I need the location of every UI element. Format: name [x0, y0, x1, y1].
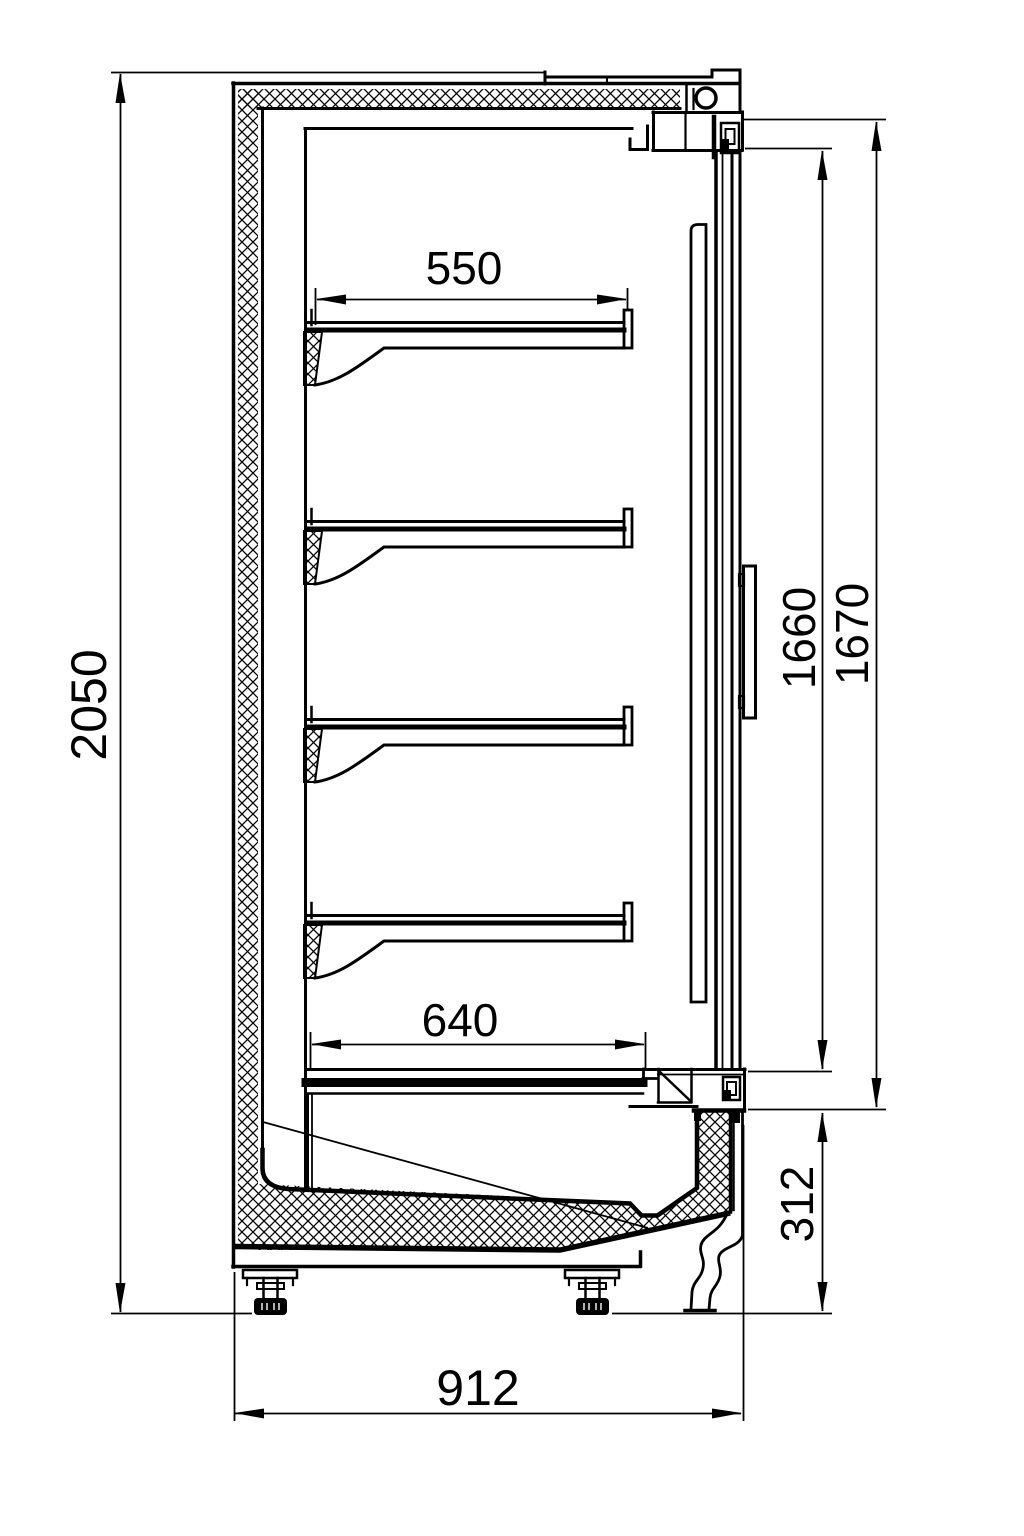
foot-left-flange: [241, 1268, 299, 1280]
insulation-hatching: [238, 89, 731, 1250]
drain-leader-line: [262, 1121, 649, 1229]
shelf-2: [303, 507, 634, 586]
left-wall-insulation: [238, 89, 258, 1248]
dim-2050-arrow-top: [115, 73, 126, 103]
hinge-bracket-bottom: [721, 1075, 742, 1102]
shelf-4: [303, 901, 634, 980]
dim-1670-arrow-top: [871, 121, 882, 151]
glass-door: [628, 110, 757, 1123]
dim-312-arrow-bottom: [817, 1282, 828, 1312]
bottom-insulation: [258, 1112, 731, 1250]
dim-door-height: 1670: [744, 118, 886, 1111]
dim-640-arrow-left: [311, 1039, 341, 1050]
dim-overall-depth: 912: [233, 1125, 745, 1421]
bottom-basin: [231, 1108, 747, 1313]
dim-312-label: 312: [771, 1166, 823, 1243]
top-insulation: [238, 89, 680, 108]
dim-overall-height: 2050: [61, 71, 545, 1315]
bottom-shelf: [301, 1067, 660, 1192]
dim-1660-label: 1660: [773, 587, 825, 689]
dim-2050-label: 2050: [61, 649, 117, 760]
foot-right-flange: [563, 1268, 621, 1280]
canopy-right-cap: [710, 68, 742, 114]
dim-550-label: 550: [426, 242, 503, 294]
shelf-2-lip: [622, 507, 634, 549]
door-hinge-top: [685, 82, 718, 114]
ceiling-hook: [628, 124, 649, 151]
basin-floor: [260, 1111, 700, 1218]
dim-1670-arrow-bottom: [871, 1078, 882, 1108]
foot-right-nut: [578, 1282, 607, 1290]
front-leg-left: [689, 1212, 729, 1311]
shelf-1-underside: [313, 346, 626, 387]
dim-door-glass-height: 1660: [745, 147, 832, 1073]
dim-550-arrow-right: [597, 294, 627, 305]
foot-right-flange-tabs: [567, 1276, 617, 1287]
front-leg-right: [707, 1235, 744, 1311]
shelf-1: [303, 308, 634, 387]
dim-1660-arrow-top: [817, 150, 828, 180]
cabinet-body: [231, 68, 742, 1269]
foot-right-pad: [576, 1298, 609, 1315]
dim-912-arrow-left: [234, 1408, 264, 1419]
base-bottom: [231, 1250, 643, 1269]
inner-glass-pane: [689, 223, 708, 1004]
front-leg: [683, 1212, 744, 1313]
foot-left-nut: [256, 1282, 285, 1290]
dim-base-height: 312: [612, 1112, 832, 1315]
foot-left-flange-tabs: [245, 1276, 295, 1287]
handle-bar: [742, 564, 757, 720]
dim-640-label: 640: [422, 994, 499, 1046]
shelf-4-underside: [313, 939, 626, 980]
dim-bottom-shelf-depth: 640: [309, 994, 647, 1068]
dim-912-arrow-right: [712, 1408, 742, 1419]
shelf-2-underside: [313, 545, 626, 586]
dim-2050-arrow-bottom: [115, 1283, 126, 1313]
shelf-3-underside: [313, 743, 626, 784]
dim-640-arrow-right: [615, 1039, 645, 1050]
shelf-3-lip: [622, 705, 634, 747]
dim-312-arrow-top: [817, 1112, 828, 1142]
hinge-bracket-top: [719, 121, 741, 155]
dim-912-label: 912: [436, 1360, 519, 1416]
hinge-pin-bottom-fill: [724, 1090, 731, 1099]
basin-outer-bottom: [233, 1210, 731, 1253]
adjustable-foot-right: [563, 1268, 621, 1315]
dim-550-arrow-left: [316, 294, 346, 305]
door-sill-block: [656, 1067, 693, 1104]
dim-shelf-depth: 550: [314, 242, 629, 325]
adjustable-foot-left: [241, 1268, 299, 1315]
dim-640-ext: [309, 1032, 647, 1068]
dim-1670-label: 1670: [826, 583, 878, 685]
bottom-shelf-step: [641, 1067, 660, 1080]
hinge-bracket-top-inner: [724, 128, 736, 145]
door-sill-diagonal: [657, 1069, 693, 1103]
hinge-bracket-bottom-inner: [726, 1081, 737, 1096]
foot-left-pad: [254, 1298, 287, 1315]
shelf-4-lip: [622, 901, 634, 943]
dim-550-ext: [314, 288, 629, 325]
hinge-pin-top-fill: [722, 139, 729, 151]
door-handle: [737, 564, 757, 720]
hinge-pin-circle: [694, 86, 718, 110]
foot-left-pad-hatch: [261, 1303, 280, 1310]
gasket-pin-right: [731, 1110, 740, 1123]
outer-glass-pane: [730, 149, 742, 1070]
dim-1660-arrow-bottom: [817, 1040, 828, 1070]
shelf-3: [303, 705, 634, 784]
foot-right-pad-hatch: [583, 1303, 602, 1310]
shelf-1-lip: [622, 308, 634, 350]
